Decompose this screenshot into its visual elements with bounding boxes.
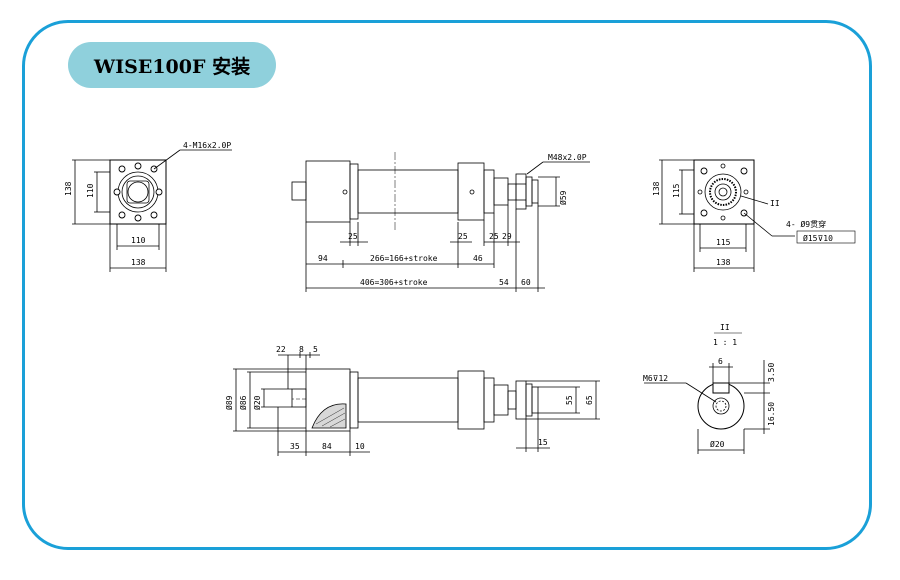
detail-view-II: II 1 : 1 6 M6⊽12 3.50 16.50 Ø20 [643,323,776,454]
dim-60: 60 [521,278,531,287]
dim-15: 15 [538,438,548,447]
thread-note-m48: M48x2.0P [548,153,587,162]
dim-266-stroke: 266=166+stroke [370,254,438,263]
rounded-border-frame [22,20,872,550]
dim-10: 10 [355,442,365,451]
title-badge: WISE100F 安装 [68,42,276,88]
dim-25-c: 25 [489,232,499,241]
detail-ref-II: II [770,199,780,208]
page-title: WISE100F 安装 [93,55,251,78]
counterbore-note: Ø15⊽10 [803,233,833,243]
dim-46: 46 [473,254,483,263]
dim-6: 6 [718,357,723,366]
dim-dia-20: Ø20 [252,395,262,410]
dim-138-height: 138 [64,181,73,196]
dim-110-width: 110 [131,236,146,245]
dim-54: 54 [499,278,509,287]
detail-scale: 1 : 1 [713,338,737,347]
dim-dia-86: Ø86 [238,395,248,410]
dim-115-height: 115 [672,183,681,198]
dim-406-stroke: 406=306+stroke [360,278,428,287]
dim-3-50: 3.50 [767,363,776,382]
dim-16-50: 16.50 [767,402,776,426]
dim-29: 29 [502,232,512,241]
dim-115-width: 115 [716,238,731,247]
dim-22: 22 [276,345,286,354]
dim-110-height: 110 [86,183,95,198]
dim-55: 55 [565,395,574,405]
dim-5: 5 [313,345,318,354]
dim-138-width: 138 [131,258,146,267]
dim-25-a: 25 [348,232,358,241]
front-view-right: II 4- Ø9贯穿 Ø15⊽10 138 115 115 138 [652,159,856,272]
thread-m6: M6⊽12 [643,374,668,383]
dim-84: 84 [322,442,332,451]
dim-8: 8 [299,345,304,354]
front-view-left: 4-M16x2.0P 138 110 110 138 [64,141,232,272]
dim-94: 94 [318,254,328,263]
dim-65: 65 [585,395,594,405]
hole-note: 4- Ø9贯穿 [786,219,826,229]
dim-dia-89: Ø89 [224,395,234,410]
dim-dia-20-detail: Ø20 [710,439,725,449]
side-view-bottom: 22 8 5 Ø89 Ø86 Ø20 35 84 10 55 65 15 [224,345,600,456]
side-view-top: M48x2.0P Ø59 25 25 25 29 94 266=166+stro… [291,152,590,292]
thread-note-m16: 4-M16x2.0P [183,141,231,150]
dim-35: 35 [290,442,300,451]
dim-dia-59: Ø59 [558,190,568,205]
dim-138-width-right: 138 [716,258,731,267]
detail-label: II [720,323,730,332]
dim-138-height-right: 138 [652,181,661,196]
dim-25-b: 25 [458,232,468,241]
